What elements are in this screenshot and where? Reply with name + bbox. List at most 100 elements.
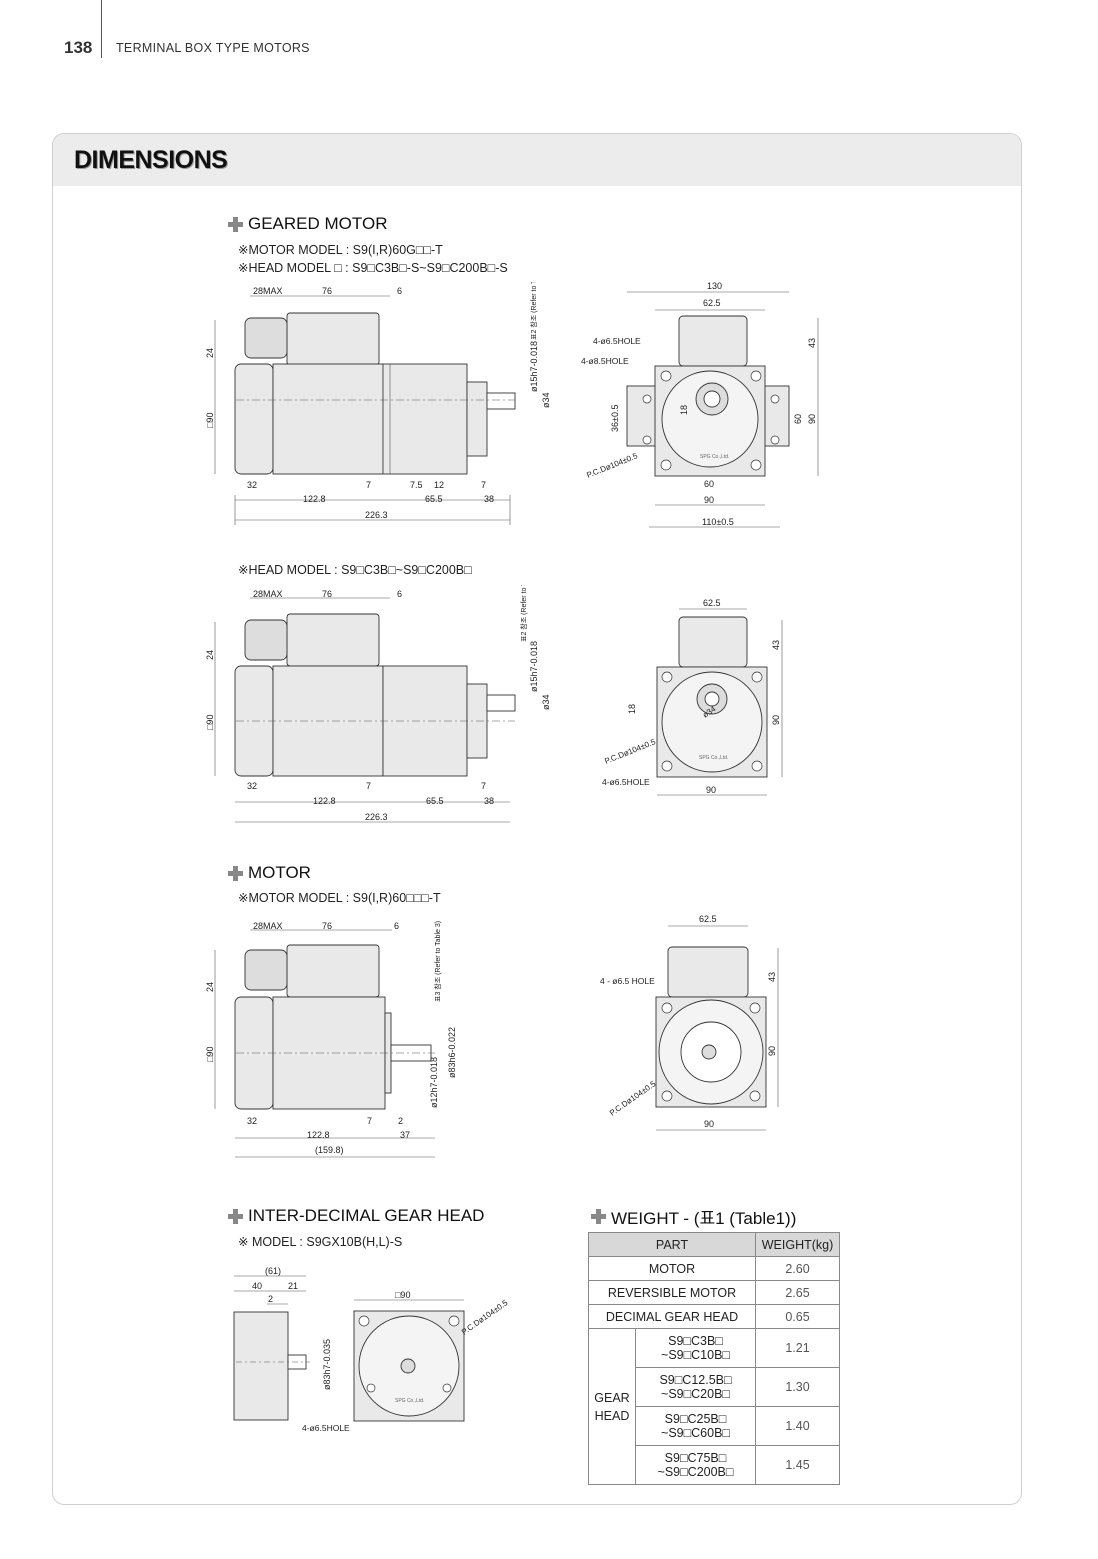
dim-7b: 7 xyxy=(481,781,486,791)
geared-motor-model: ※MOTOR MODEL : S9(I,R)60G□□-T xyxy=(238,243,443,257)
dim-32: 32 xyxy=(247,480,257,490)
dim-7: 7 xyxy=(366,781,371,791)
dim-36: 36±0.5 xyxy=(610,405,620,432)
table-row: MOTOR 2.60 xyxy=(588,1256,840,1281)
pcd-label: P.C.Dø104±0.5 xyxy=(603,737,657,766)
dim-76: 76 xyxy=(322,589,332,599)
header-weight: WEIGHT(kg) xyxy=(755,1232,840,1257)
geared-motor-title: GEARED MOTOR xyxy=(248,214,388,233)
hole-label: 4 - ø6.5 HOLE xyxy=(600,976,655,986)
dim-7: 7 xyxy=(366,480,371,490)
weight-table-header: PART WEIGHT(kg) xyxy=(588,1232,840,1257)
model-range-cell: S9□C25B□ ~S9□C60B□ xyxy=(635,1406,756,1446)
dim-60b: 60 xyxy=(704,479,714,489)
pcd-label: P.C.Dø104±0.5 xyxy=(585,451,639,480)
dim-7-5: 7.5 xyxy=(410,480,423,490)
dim-28max: 28MAX xyxy=(253,589,283,599)
head-model-2: ※HEAD MODEL : S9□C3B□~S9□C200B□ xyxy=(238,563,472,577)
brand-mark: SPG Co.,Ltd. xyxy=(700,454,729,460)
table-row: GEAR HEAD S9□C3B□ ~S9□C10B□ 1.21 xyxy=(588,1328,840,1485)
table-note: 표3 참조 (Refer to Table 3) xyxy=(434,921,442,1002)
dim-62-5: 62.5 xyxy=(699,914,717,924)
dim-38: 38 xyxy=(484,796,494,806)
dim-90b: 90 xyxy=(706,785,716,795)
header-part: PART xyxy=(588,1232,756,1257)
range-end: ~S9□C10B□ xyxy=(661,1348,730,1362)
range-start: S9□C12.5B□ xyxy=(659,1373,732,1387)
plus-icon xyxy=(228,216,243,232)
plus-icon xyxy=(228,1208,243,1224)
dim-40: 40 xyxy=(252,1281,262,1291)
group-label-head: HEAD xyxy=(594,1408,630,1423)
dim-110: 110±0.5 xyxy=(702,517,734,527)
plus-icon xyxy=(591,1209,606,1224)
head-model-front-drawing: 62.5 43 18 ø34 90 90 P.C.Dø104±0.5 4-ø6.… xyxy=(602,598,783,796)
group-label-gear: GEAR xyxy=(594,1390,630,1405)
dim-226-3: 226.3 xyxy=(365,510,388,520)
dim-2: 2 xyxy=(268,1294,273,1304)
dim-7: 7 xyxy=(367,1116,372,1126)
weight-cell: 0.65 xyxy=(755,1304,840,1329)
dim-90b: 90 xyxy=(704,495,714,505)
table-note: 표2 참조 (Refer to Table 2) xyxy=(530,282,538,340)
dim-90: 90 xyxy=(771,715,781,725)
model-range-cell: S9□C3B□ ~S9□C10B□ xyxy=(635,1328,756,1368)
motor-side-drawing: 28MAX 76 6 24 □90 32 7 2 122.8 37 (159.8… xyxy=(205,921,457,1158)
weight-title: WEIGHT - (표1 (Table1)) xyxy=(611,1209,797,1228)
dim-90: □90 xyxy=(395,1290,410,1300)
panel-header: DIMENSIONS xyxy=(53,134,1021,186)
dim-24: 24 xyxy=(205,982,215,992)
dim-shaft: ø15h7-0.018 xyxy=(529,341,539,392)
geared-motor-side-drawing: 28MAX 76 6 24 □90 32 122.8 7 7.5 12 7 65… xyxy=(205,282,551,525)
dim-65-5: 65.5 xyxy=(426,796,444,806)
dim-18: 18 xyxy=(679,405,689,415)
header-divider xyxy=(101,0,102,58)
dim-159-8: (159.8) xyxy=(315,1145,344,1155)
table-row: S9□C75B□ ~S9□C200B□ 1.45 xyxy=(589,1445,840,1485)
range-start: S9□C25B□ xyxy=(664,1412,727,1426)
weight-cell: 1.45 xyxy=(755,1445,840,1485)
model-range-cell: S9□C75B□ ~S9□C200B□ xyxy=(635,1445,756,1485)
dimensions-panel: DIMENSIONS xyxy=(52,133,1022,1505)
motor-model: ※MOTOR MODEL : S9(I,R)60□□□-T xyxy=(238,891,441,905)
dim-6: 6 xyxy=(394,921,399,931)
dim-122-8: 122.8 xyxy=(303,494,326,504)
dim-28max: 28MAX xyxy=(253,921,283,931)
range-end: ~S9□C200B□ xyxy=(657,1465,734,1479)
range-start: S9□C75B□ xyxy=(664,1451,727,1465)
weight-cell: 1.21 xyxy=(755,1328,840,1368)
weight-cell: 2.60 xyxy=(755,1256,840,1281)
hole-6-5: 4-ø6.5HOLE xyxy=(593,336,641,346)
gear-head-title: INTER-DECIMAL GEAR HEAD xyxy=(248,1206,485,1225)
head-model-side-drawing: 28MAX 76 6 24 □90 32 7 122.8 65.5 7 38 2… xyxy=(205,585,551,823)
dim-76: 76 xyxy=(322,286,332,296)
pcd-label: P.C.Dø104±0.5 xyxy=(608,1079,658,1118)
dim-90b: 90 xyxy=(704,1119,714,1129)
dim-90: 90 xyxy=(767,1046,777,1056)
dim-6: 6 xyxy=(397,589,402,599)
plus-icon xyxy=(228,865,243,881)
dim-2: 2 xyxy=(398,1116,403,1126)
table-row: S9□C25B□ ~S9□C60B□ 1.40 xyxy=(589,1406,840,1446)
geared-motor-heading: GEARED MOTOR xyxy=(228,214,387,234)
dim-61: (61) xyxy=(265,1266,281,1276)
dim-122-8: 122.8 xyxy=(313,796,336,806)
dim-28max: 28MAX xyxy=(253,286,283,296)
gear-head-group-cell: GEAR HEAD xyxy=(588,1328,636,1485)
dim-18: 18 xyxy=(627,704,637,714)
hole-label: 4-ø6.5HOLE xyxy=(602,777,650,787)
dim-60: 60 xyxy=(793,414,803,424)
dim-130: 130 xyxy=(707,281,722,291)
range-start: S9□C3B□ xyxy=(668,1334,723,1348)
gear-head-model: ※ MODEL : S9GX10B(H,L)-S xyxy=(238,1235,403,1249)
dim-boss: ø34 xyxy=(541,392,551,408)
dim-76: 76 xyxy=(322,921,332,931)
motor-front-drawing: 62.5 4 - ø6.5 HOLE 43 90 90 P.C.Dø104±0.… xyxy=(600,914,779,1131)
geared-motor-front-drawing: 130 62.5 4-ø6.5HOLE 4-ø8.5HOLE 43 36±0.5… xyxy=(581,281,819,528)
dim-62-5: 62.5 xyxy=(703,298,721,308)
dim-38: 38 xyxy=(484,494,494,504)
dim-21: 21 xyxy=(288,1281,298,1291)
dim-boss: ø34 xyxy=(541,694,551,710)
dim-24: 24 xyxy=(205,348,215,358)
table-note: 표2 참조 (Refer to Table 2) xyxy=(520,585,528,642)
